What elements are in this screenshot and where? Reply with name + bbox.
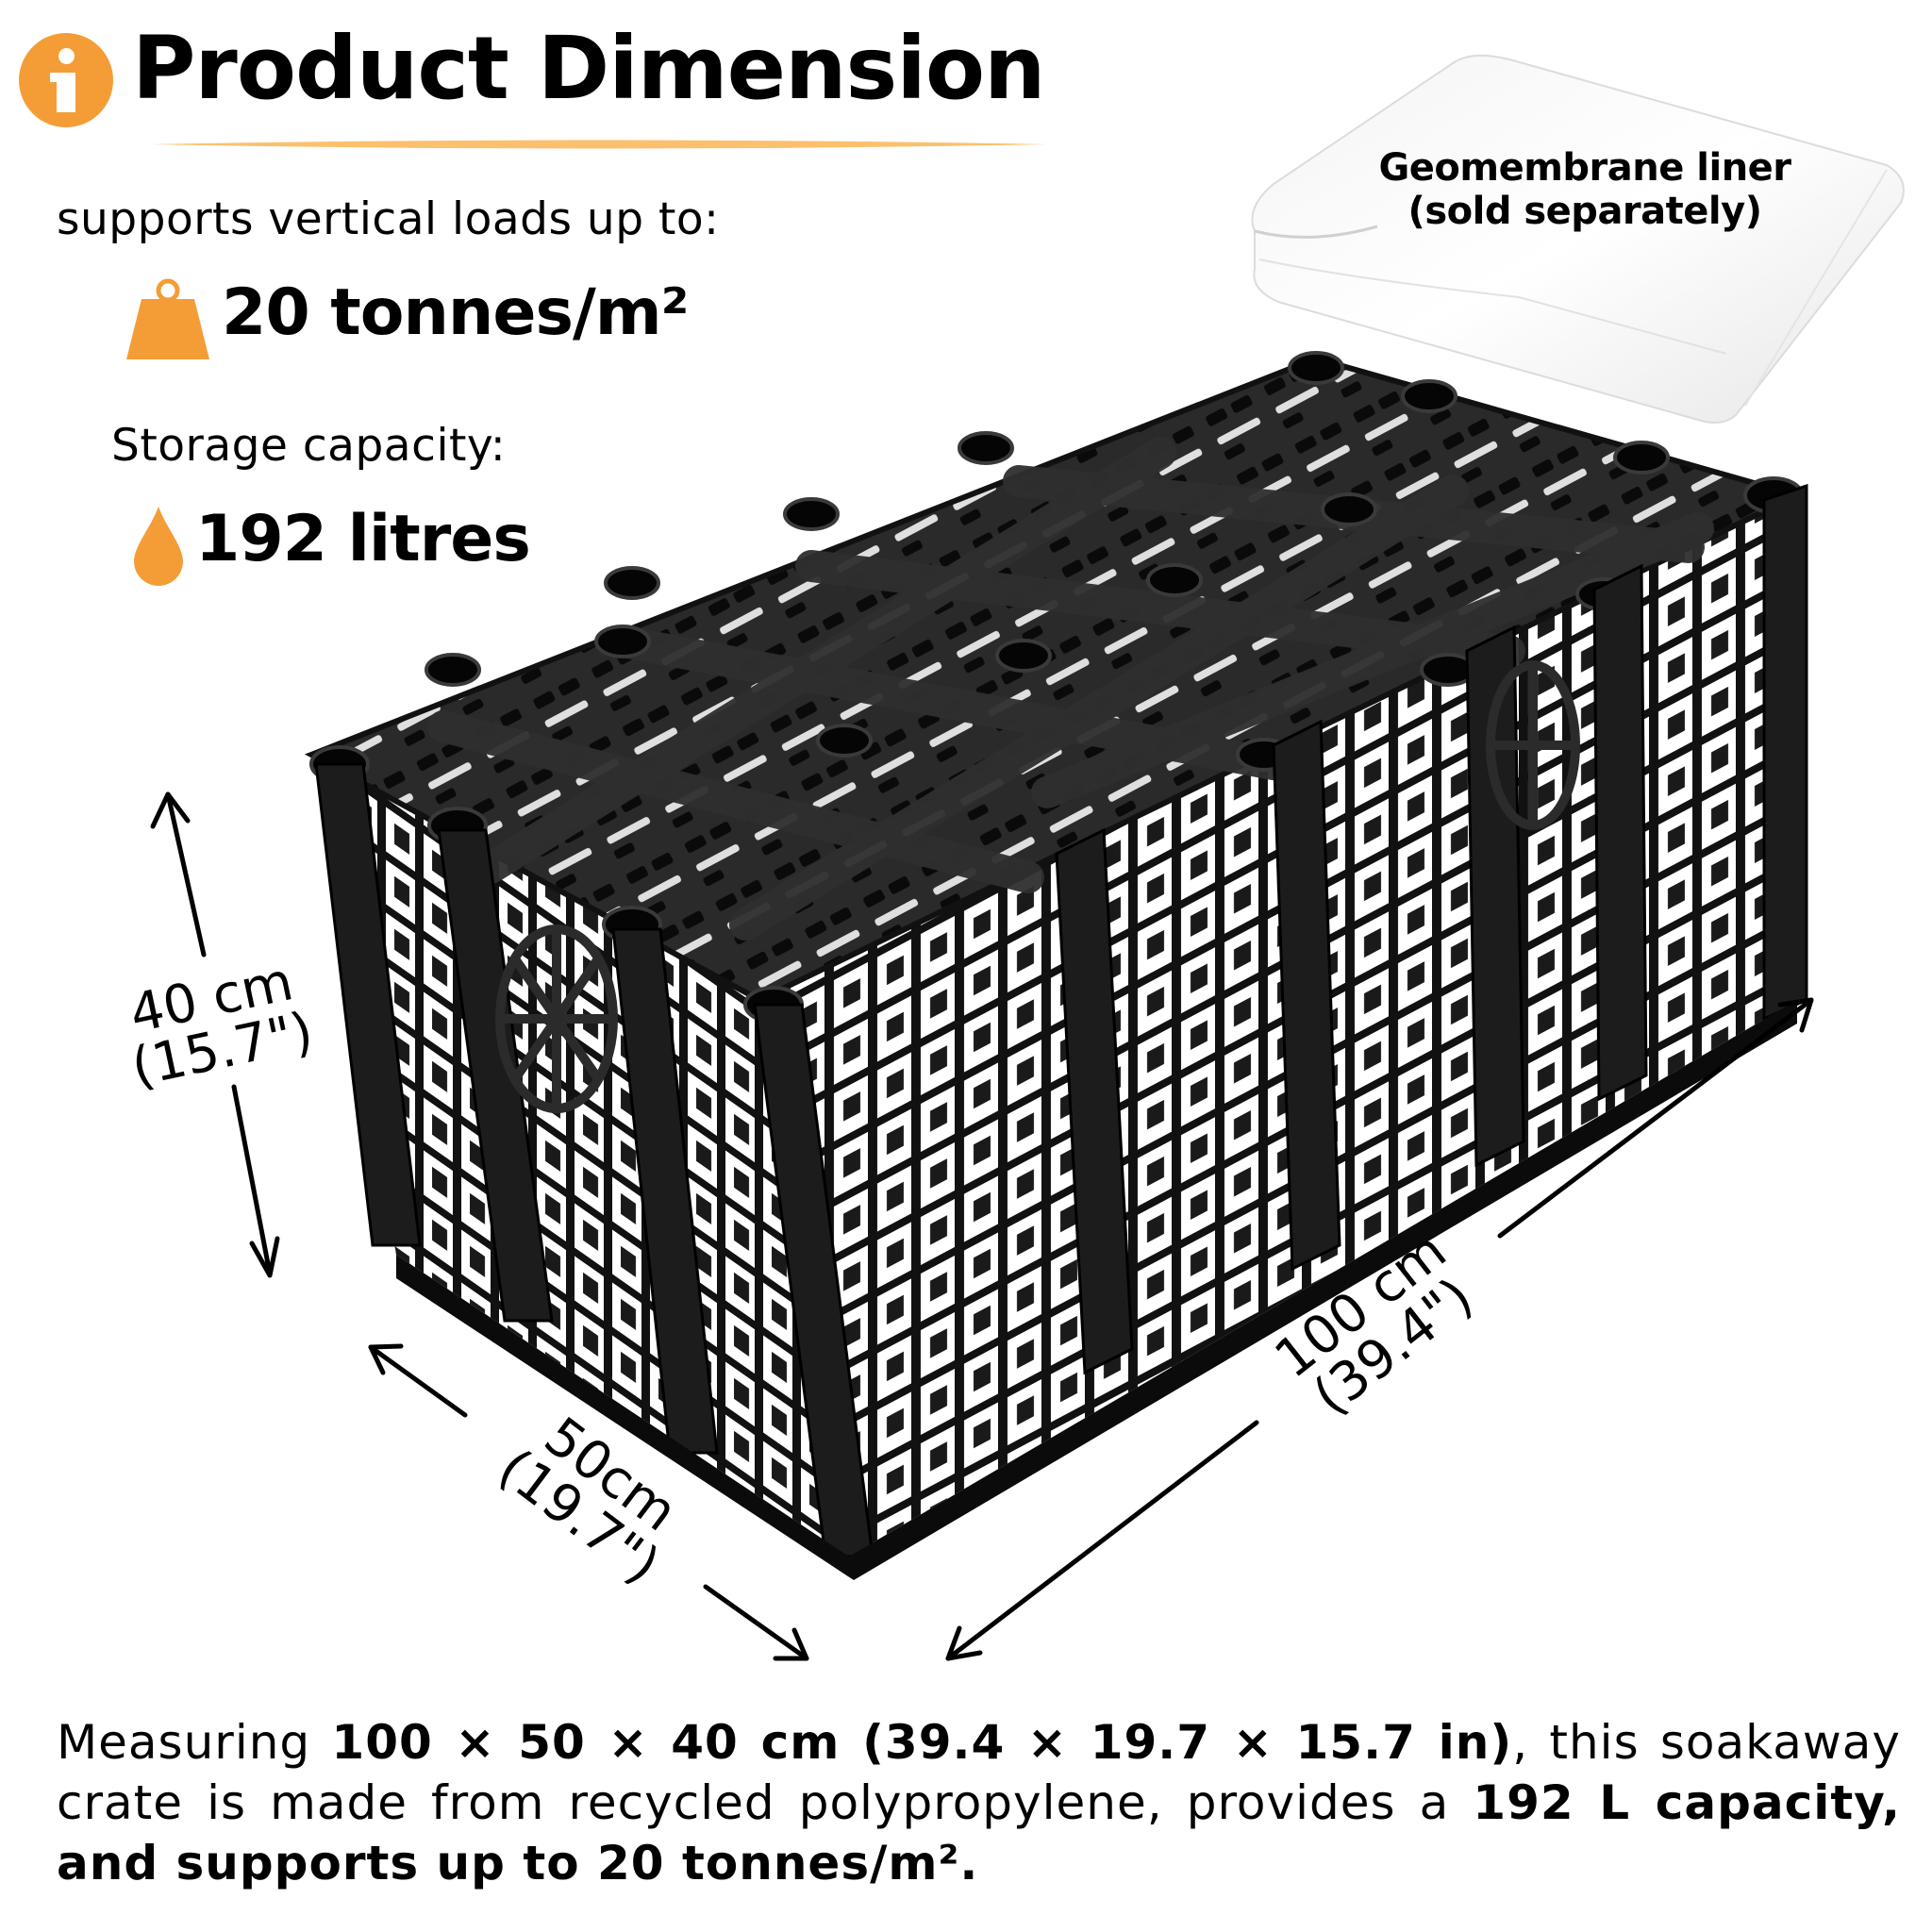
page-title: Product Dimension bbox=[132, 18, 1046, 119]
height-arrow-top bbox=[165, 791, 207, 958]
load-label: supports vertical loads up to: bbox=[57, 193, 720, 245]
load-value: 20 tonnes/m² bbox=[222, 275, 689, 350]
geomembrane-liner-image bbox=[1251, 54, 1905, 425]
height-arrow-bottom bbox=[231, 1084, 273, 1276]
description-capacity-load: 192 L capacity, and supports up to 20 to… bbox=[57, 1775, 1901, 1890]
description-dimensions: 100 × 50 × 40 cm (39.4 × 19.7 × 15.7 in) bbox=[331, 1715, 1513, 1770]
accessory-label: Geomembrane liner (sold separately) bbox=[1321, 146, 1849, 233]
description-text-2: , this soakaway crate is made from recyc… bbox=[57, 1715, 1901, 1830]
weight-icon bbox=[126, 278, 209, 359]
description-paragraph: Measuring 100 × 50 × 40 cm (39.4 × 19.7 … bbox=[57, 1712, 1901, 1893]
capacity-label: Storage capacity: bbox=[111, 420, 507, 472]
accessory-note: (sold separately) bbox=[1407, 190, 1762, 233]
capacity-value: 192 litres bbox=[195, 502, 531, 576]
description-text-1: Measuring bbox=[57, 1715, 332, 1770]
title-underline bbox=[151, 140, 1047, 149]
water-drop-icon bbox=[134, 507, 183, 586]
accessory-name: Geomembrane liner bbox=[1378, 146, 1791, 190]
info-icon bbox=[19, 33, 113, 127]
